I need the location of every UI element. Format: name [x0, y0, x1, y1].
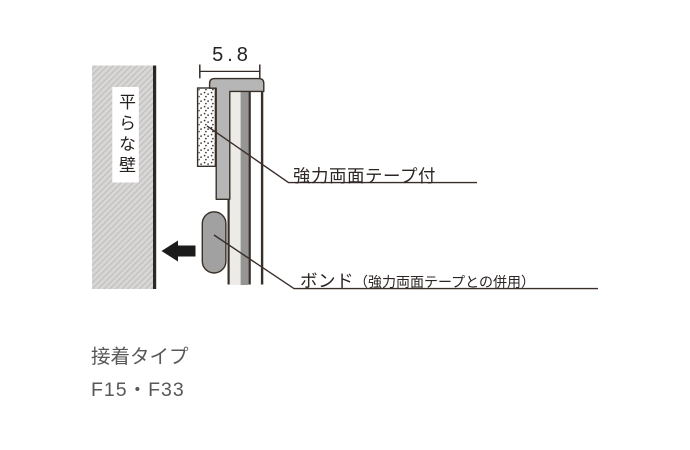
bond-label-note: （強力両面テープとの併用）	[354, 274, 536, 290]
panel-section	[227, 89, 264, 285]
wall-label-box	[112, 87, 139, 183]
dimension-line	[199, 64, 261, 79]
panel-gray-layer	[240, 89, 249, 285]
frame-profile	[208, 77, 265, 200]
bond-blob	[201, 211, 227, 274]
caption: 接着タイプ F15・F33	[91, 341, 189, 407]
dimension-value: 5.8	[212, 44, 252, 66]
tape-section	[196, 87, 217, 168]
bond-label-main: ボンド	[300, 271, 354, 291]
leader-line-bond	[213, 234, 598, 290]
panel-light-layer	[229, 89, 241, 285]
left-arrow-icon	[161, 240, 196, 262]
wall-label: 平らな壁	[116, 93, 135, 177]
wall-section	[92, 65, 157, 289]
caption-models: F15・F33	[91, 379, 185, 401]
leader-line-tape	[206, 125, 477, 184]
bond-label: ボンド（強力両面テープとの併用）	[300, 268, 535, 293]
tape-label: 強力両面テープ付	[293, 166, 436, 186]
caption-type: 接着タイプ	[91, 346, 189, 368]
